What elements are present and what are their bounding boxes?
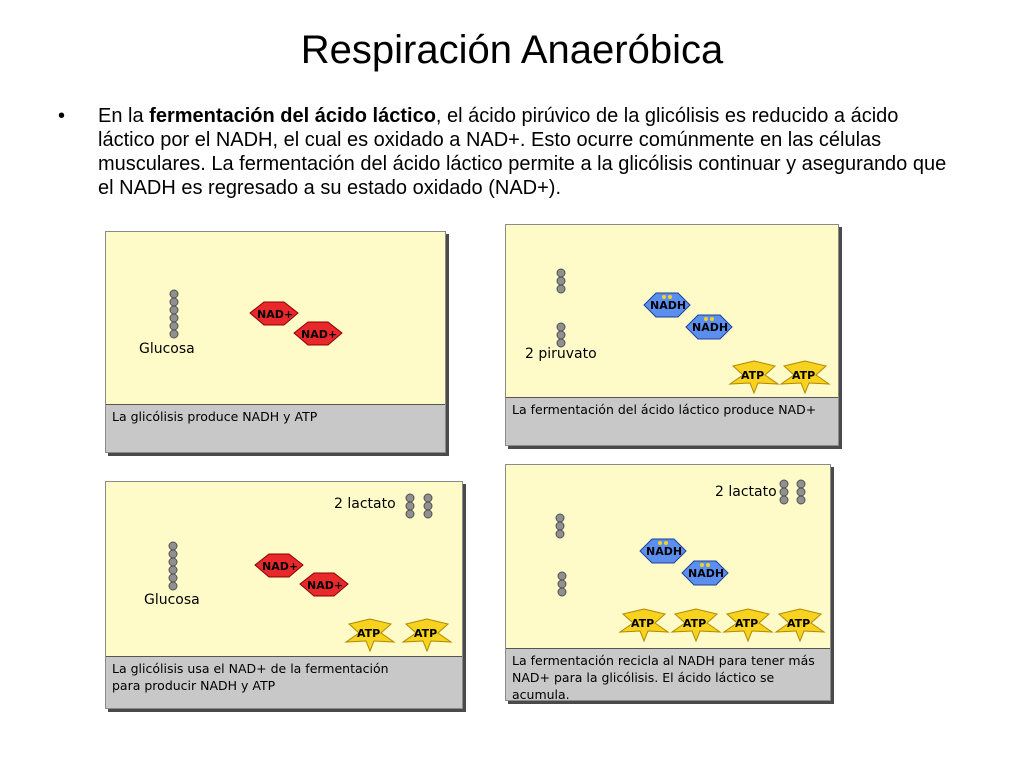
glucose-label: Glucosa (139, 341, 195, 357)
panel-1-illustration: Glucosa NAD+ NAD+ (139, 289, 343, 357)
nadh-label: NADH (646, 545, 682, 558)
lactate-chain (405, 493, 415, 519)
atp-icon: ATP (344, 618, 396, 653)
pyruvate-chain (555, 513, 565, 539)
atp-icon: ATP (722, 608, 774, 643)
glucose-label: Glucosa (144, 592, 200, 608)
nadh-label: NADH (650, 299, 686, 312)
atp-icon: ATP (728, 360, 780, 395)
atp-label: ATP (792, 369, 815, 382)
lactate-chain (423, 493, 433, 519)
nadh-icon: NADH (643, 292, 691, 318)
caption-line: La fermentación recicla al NADH para ten… (512, 653, 815, 668)
panel-2-illustration: 2 piruvato NADH NADH ATP ATP (525, 268, 831, 395)
bullet-text-body: , el ácido pirúvico de la glicólisis es … (98, 105, 947, 199)
nadh-icon: NADH (685, 314, 733, 340)
panel-caption: La fermentación del ácido láctico produc… (506, 397, 838, 445)
nad-icon: NAD+ (299, 572, 349, 597)
bullet-dot: • (58, 105, 66, 127)
lactate-label: 2 lactato (334, 496, 396, 512)
pyruvate-chain (557, 571, 567, 597)
glucose-chain (168, 541, 178, 591)
lactate-label: 2 lactato (715, 484, 777, 500)
panel-fermentation-recycles: 2 lactato NADH NADH (505, 464, 831, 702)
atp-icon: ATP (401, 618, 453, 653)
nadh-icon: NADH (681, 560, 729, 586)
atp-icon: ATP (779, 360, 831, 395)
atp-icon: ATP (774, 608, 826, 643)
panel-glycolysis-uses-nad: 2 lactato Glucosa NAD+ NAD+ (105, 481, 463, 709)
atp-label: ATP (735, 617, 758, 630)
nad-icon: NAD+ (254, 553, 304, 578)
atp-label: ATP (741, 369, 764, 382)
nadh-icon: NADH (639, 538, 687, 564)
slide-title: Respiración Anaeróbica (300, 28, 724, 72)
nad-label: NAD+ (307, 579, 343, 592)
panel-caption: La glicólisis produce NADH y ATP (106, 404, 445, 452)
glucose-chain (169, 289, 179, 339)
caption-line: La glicólisis usa el NAD+ de la fermenta… (112, 661, 389, 676)
atp-label: ATP (631, 617, 654, 630)
panel-caption: La fermentación recicla al NADH para ten… (506, 648, 830, 702)
nad-icon: NAD+ (293, 321, 343, 346)
bullet-text-bold: fermentación del ácido láctico (149, 105, 436, 127)
atp-label: ATP (787, 617, 810, 630)
caption-line: NAD+ para la glicólisis. El ácido láctic… (512, 670, 775, 702)
pyruvate-chain (556, 268, 566, 294)
panel-glycolysis-produces: Glucosa NAD+ NAD+ La glicólisis produce … (105, 231, 446, 453)
atp-icon: ATP (670, 608, 722, 643)
panel-4-illustration: 2 lactato NADH NADH (555, 479, 826, 643)
nadh-label: NADH (688, 567, 724, 580)
lactate-chain (796, 479, 806, 505)
nad-label: NAD+ (262, 560, 298, 573)
panel-caption: La glicólisis usa el NAD+ de la fermenta… (106, 656, 462, 708)
atp-icon: ATP (618, 608, 670, 643)
pyruvate-label: 2 piruvato (525, 346, 597, 362)
atp-label: ATP (683, 617, 706, 630)
bullet-text: En la fermentación del ácido láctico, el… (98, 104, 958, 200)
panel-lactic-fermentation-produces: 2 piruvato NADH NADH ATP ATP La fermenta… (505, 224, 839, 446)
nad-label: NAD+ (301, 328, 337, 341)
nad-icon: NAD+ (249, 301, 299, 326)
panel-3-illustration: 2 lactato Glucosa NAD+ NAD+ (144, 493, 453, 653)
atp-label: ATP (357, 627, 380, 640)
pyruvate-chain (556, 322, 566, 348)
nad-label: NAD+ (257, 308, 293, 321)
bullet-text-intro: En la (98, 105, 150, 127)
nadh-label: NADH (692, 321, 728, 334)
caption-line: para producir NADH y ATP (112, 678, 276, 693)
lactate-chain (779, 479, 789, 505)
atp-label: ATP (414, 627, 437, 640)
